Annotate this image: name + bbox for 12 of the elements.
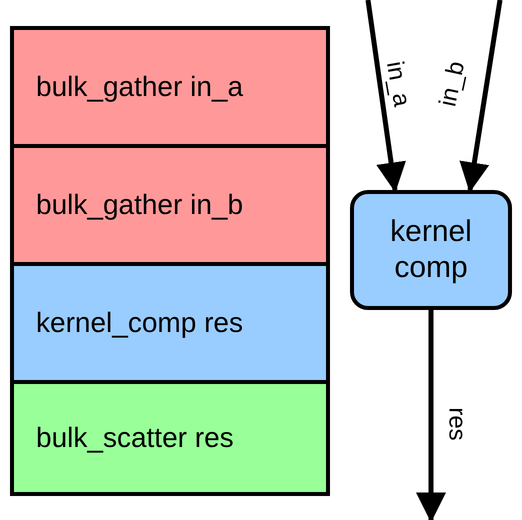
arrow <box>459 0 502 192</box>
process-box <box>350 190 512 310</box>
edge-label: in_b <box>434 58 472 110</box>
arrow <box>366 0 406 192</box>
node-label: kernel comp <box>389 214 473 286</box>
node-label: bulk_scatter res <box>36 421 234 455</box>
edge-label: in_a <box>380 59 416 109</box>
node-label: bulk_gather in_b <box>36 188 244 222</box>
node-label: bulk_gather in_a <box>36 70 244 104</box>
edge-label: res <box>442 407 471 441</box>
arrow <box>416 310 446 520</box>
node-label: kernel_comp res <box>36 306 243 340</box>
